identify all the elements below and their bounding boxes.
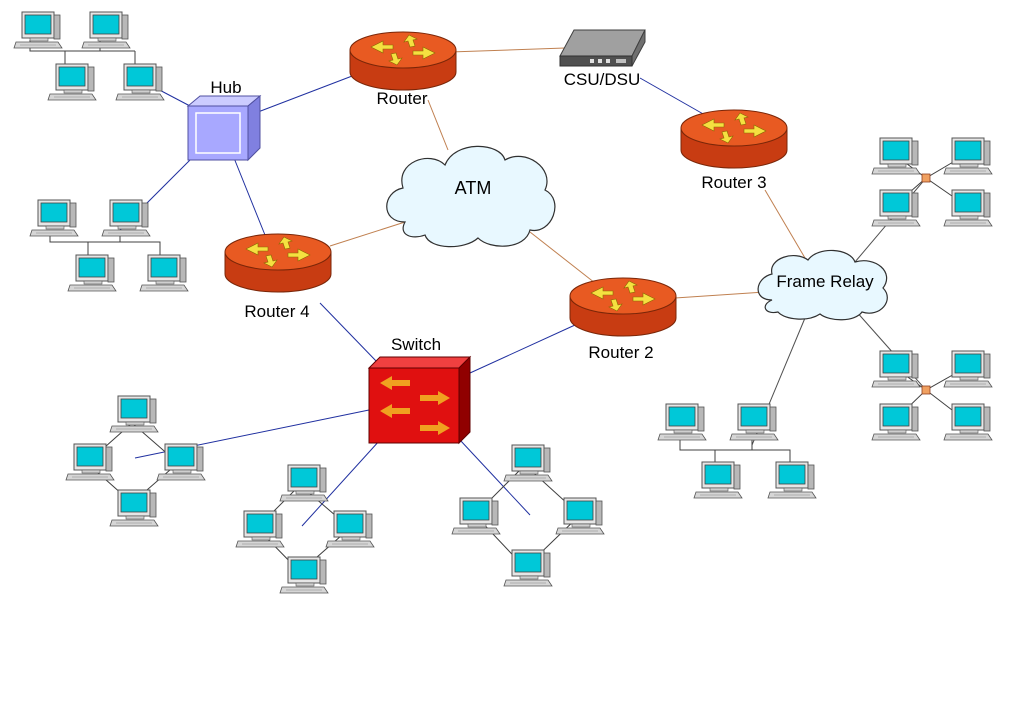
desktop-computer-icon bbox=[109, 395, 159, 433]
frame-relay-label: Frame Relay bbox=[776, 272, 874, 291]
desktop-computer-icon bbox=[451, 497, 501, 535]
desktop-computer-icon bbox=[279, 556, 329, 594]
desktop-computer-icon bbox=[943, 137, 993, 175]
hub-label: Hub bbox=[210, 78, 241, 97]
atm-cloud: ATM bbox=[386, 145, 556, 248]
csu-dsu-device-icon bbox=[559, 29, 646, 67]
router-2-icon bbox=[569, 277, 677, 337]
router-2-label: Router 2 bbox=[588, 343, 653, 362]
desktop-computer-icon bbox=[279, 464, 329, 502]
desktop-computer-icon bbox=[67, 254, 117, 292]
router-4-label: Router 4 bbox=[244, 302, 309, 321]
desktop-computer-icon bbox=[235, 510, 285, 548]
desktop-computer-icon bbox=[156, 443, 206, 481]
desktop-computer-icon bbox=[109, 489, 159, 527]
hub-icon bbox=[186, 94, 262, 162]
mini-hub-icon bbox=[921, 173, 931, 183]
desktop-computer-icon bbox=[101, 199, 151, 237]
desktop-computer-icon bbox=[871, 137, 921, 175]
desktop-computer-icon bbox=[115, 63, 165, 101]
desktop-computer-icon bbox=[871, 189, 921, 227]
desktop-computer-icon bbox=[65, 443, 115, 481]
desktop-computer-icon bbox=[729, 403, 779, 441]
router-4-icon bbox=[224, 233, 332, 293]
router-label: Router bbox=[376, 89, 427, 108]
router-main-icon bbox=[349, 31, 457, 91]
desktop-computer-icon bbox=[871, 403, 921, 441]
switch-label: Switch bbox=[391, 335, 441, 354]
desktop-computer-icon bbox=[503, 549, 553, 587]
desktop-computer-icon bbox=[13, 11, 63, 49]
switch-icon bbox=[367, 355, 472, 445]
desktop-computer-icon bbox=[139, 254, 189, 292]
desktop-computer-icon bbox=[81, 11, 131, 49]
router-3-label: Router 3 bbox=[701, 173, 766, 192]
desktop-computer-icon bbox=[47, 63, 97, 101]
desktop-computer-icon bbox=[503, 444, 553, 482]
desktop-computer-icon bbox=[555, 497, 605, 535]
desktop-computer-icon bbox=[657, 403, 707, 441]
desktop-computer-icon bbox=[693, 461, 743, 499]
csu-dsu-label: CSU/DSU bbox=[564, 70, 641, 89]
router-3-icon bbox=[680, 109, 788, 169]
atm-label: ATM bbox=[455, 178, 492, 198]
desktop-computer-icon bbox=[871, 350, 921, 388]
desktop-computer-icon bbox=[325, 510, 375, 548]
desktop-computer-icon bbox=[29, 199, 79, 237]
mini-hub-icon bbox=[921, 385, 931, 395]
frame-relay-cloud: Frame Relay bbox=[757, 249, 888, 321]
desktop-computer-icon bbox=[943, 350, 993, 388]
desktop-computer-icon bbox=[767, 461, 817, 499]
